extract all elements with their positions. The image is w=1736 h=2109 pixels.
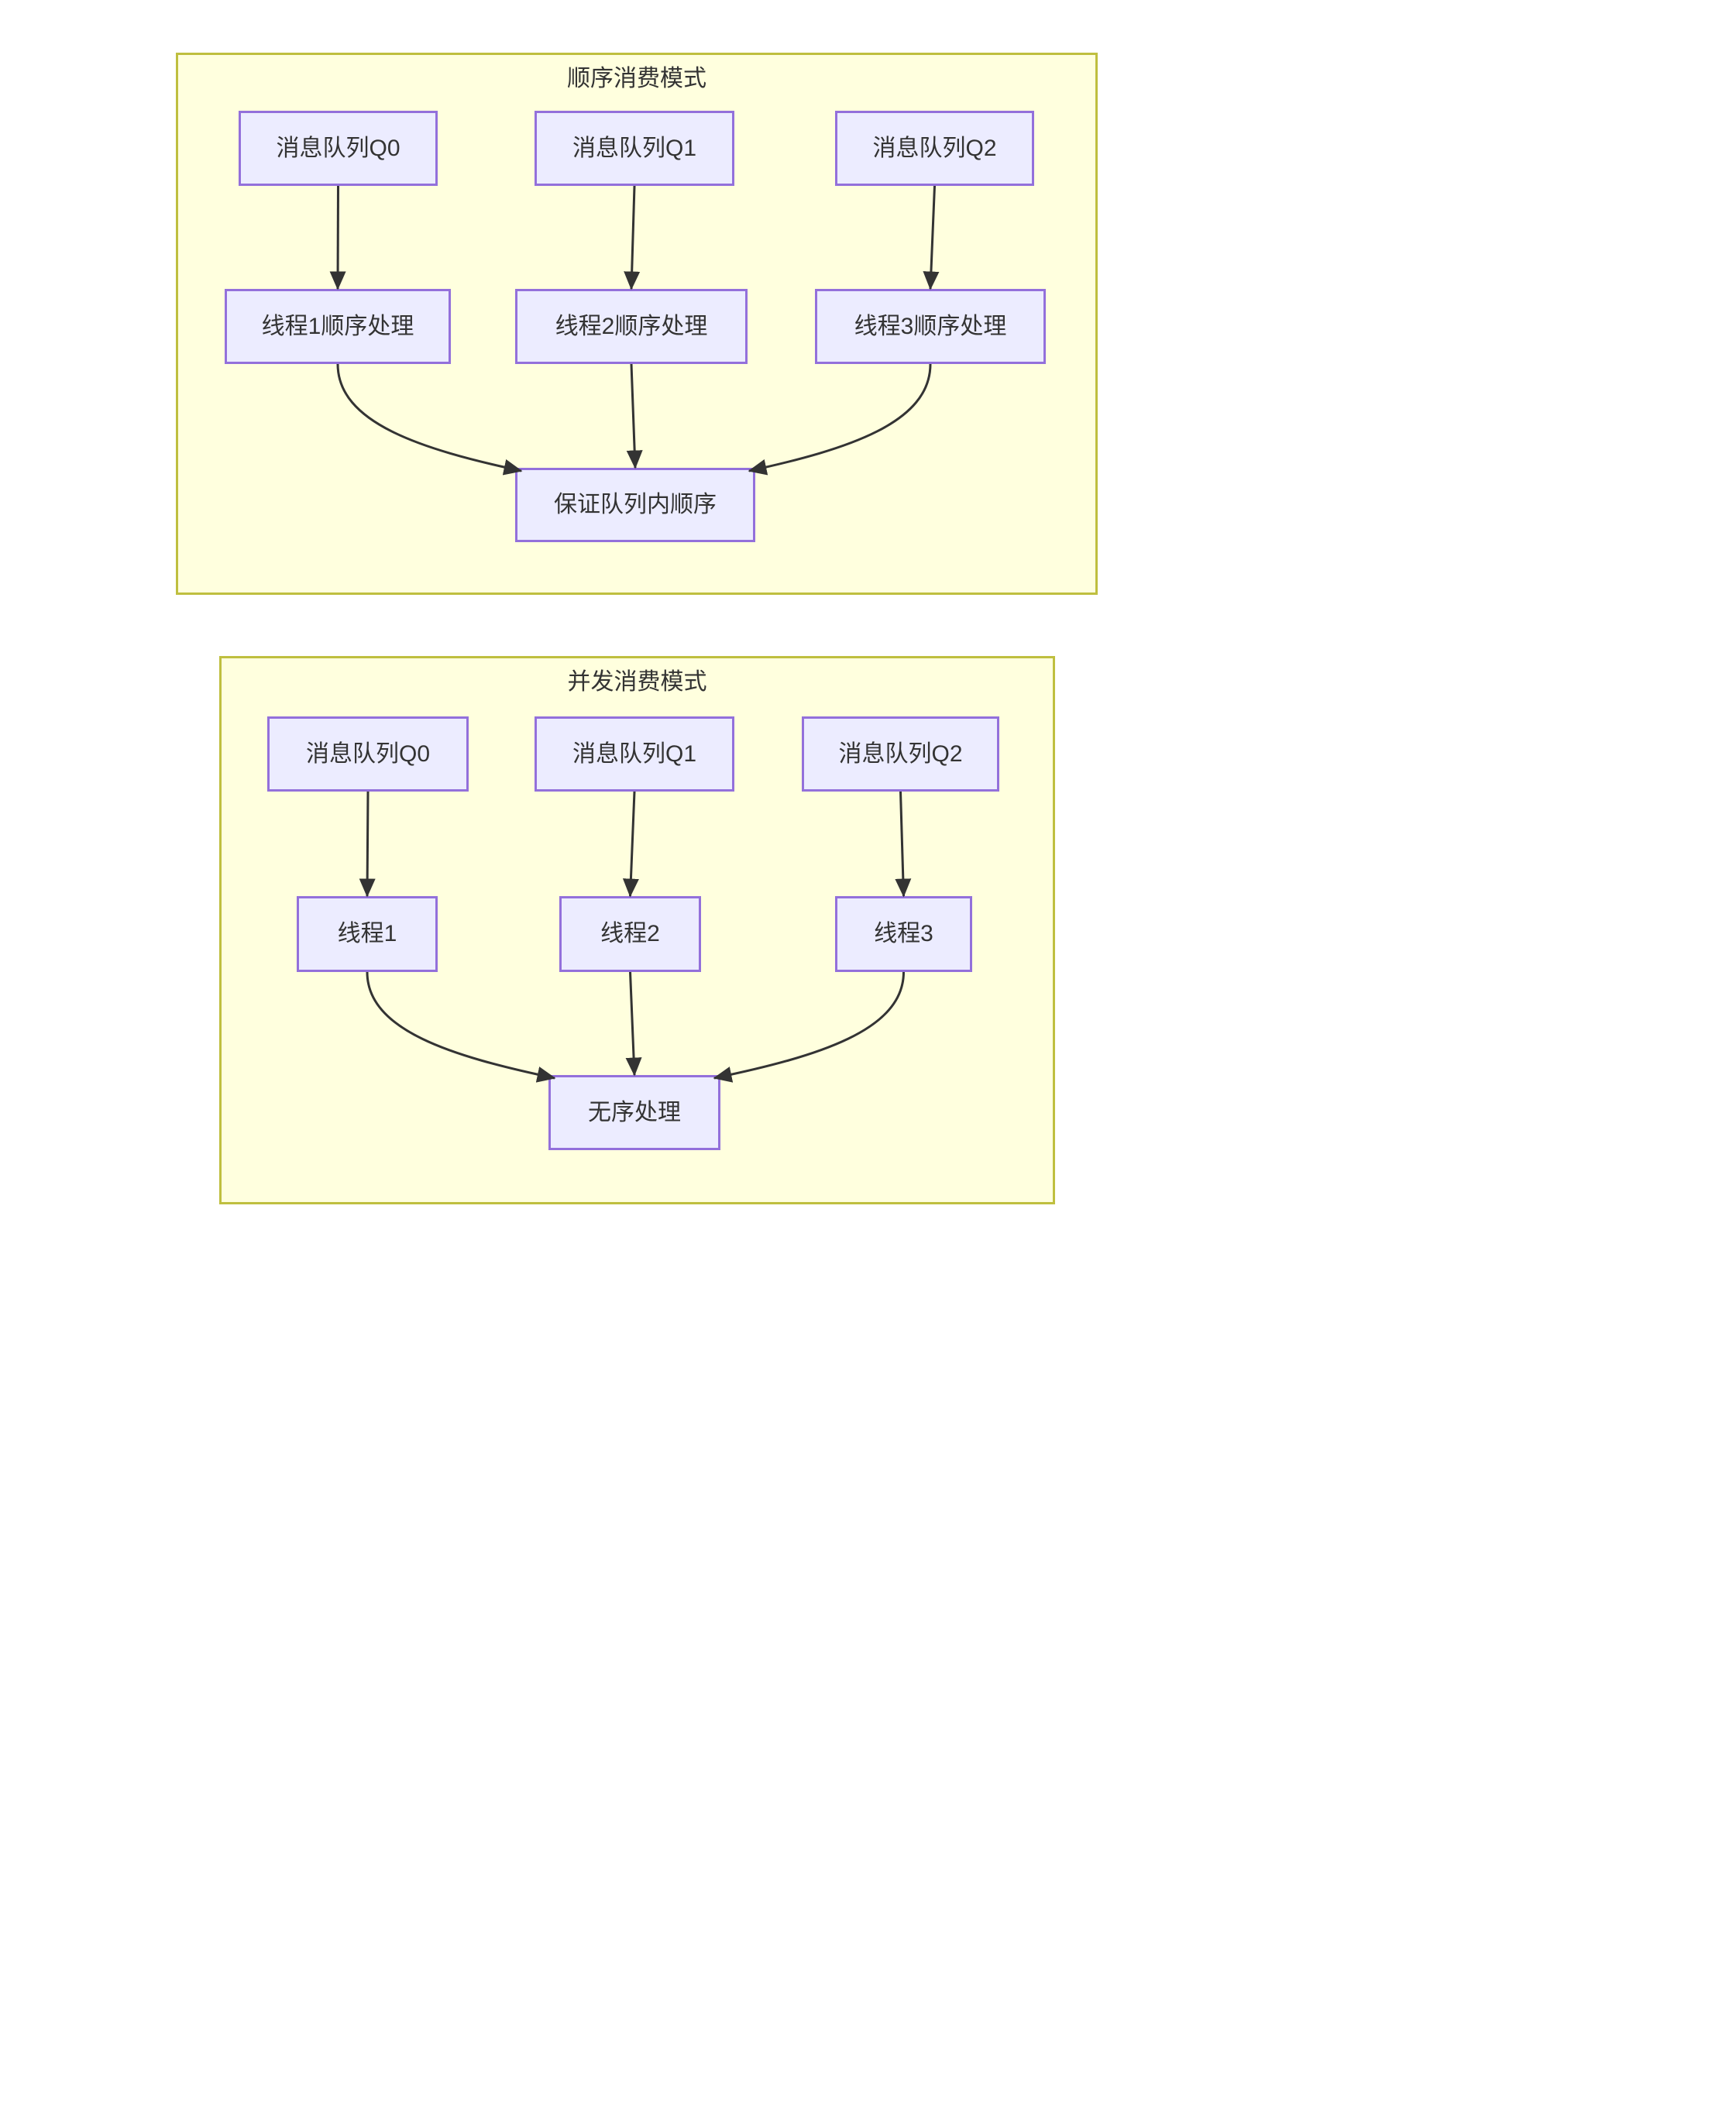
node-message-queue-q2-concurrent[interactable]: 消息队列Q2 xyxy=(802,716,999,792)
node-message-queue-q0[interactable]: 消息队列Q0 xyxy=(239,111,438,186)
node-message-queue-q0-concurrent[interactable]: 消息队列Q0 xyxy=(267,716,469,792)
node-message-queue-q2[interactable]: 消息队列Q2 xyxy=(835,111,1034,186)
node-message-queue-q1[interactable]: 消息队列Q1 xyxy=(535,111,734,186)
node-guarantee-in-queue-order[interactable]: 保证队列内顺序 xyxy=(515,468,755,542)
group-title-concurrent-consume: 并发消费模式 xyxy=(567,669,707,695)
node-thread3[interactable]: 线程3 xyxy=(835,896,972,972)
group-title-ordered-consume: 顺序消费模式 xyxy=(567,66,706,91)
node-message-queue-q1-concurrent[interactable]: 消息队列Q1 xyxy=(535,716,734,792)
node-thread2[interactable]: 线程2 xyxy=(559,896,701,972)
node-thread2-ordered-process[interactable]: 线程2顺序处理 xyxy=(515,289,748,364)
node-unordered-process[interactable]: 无序处理 xyxy=(548,1075,720,1150)
node-thread1-ordered-process[interactable]: 线程1顺序处理 xyxy=(225,289,451,364)
node-thread3-ordered-process[interactable]: 线程3顺序处理 xyxy=(815,289,1046,364)
node-thread1[interactable]: 线程1 xyxy=(297,896,438,972)
